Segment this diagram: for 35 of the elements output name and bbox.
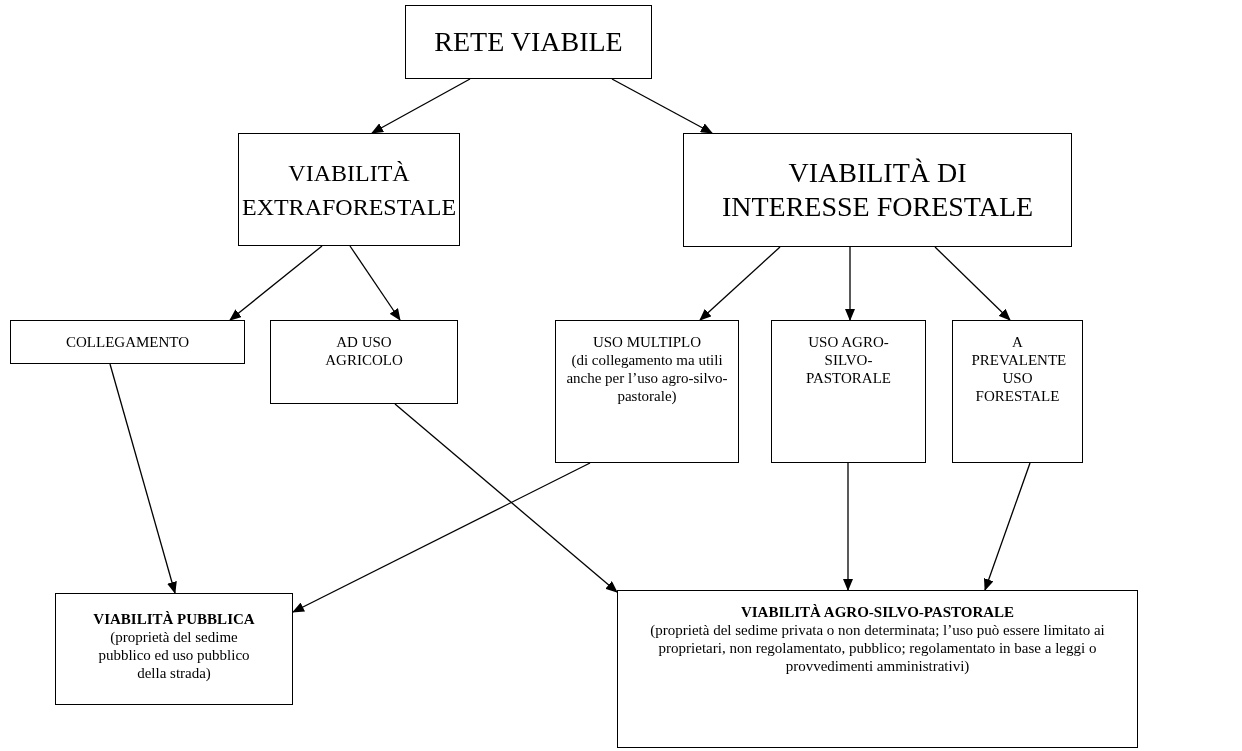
box <box>617 590 1138 748</box>
arrow <box>394 403 618 593</box>
box-title: USO MULTIPLO <box>591 333 703 351</box>
arrow <box>845 246 855 321</box>
box-description: (proprietà del sedime pubblico ed uso pubblico della strada) <box>97 628 251 682</box>
box-title: COLLEGAMENTO <box>64 332 190 352</box>
arrow <box>699 246 781 321</box>
box-description: (proprietà del sedime privata o non determinata; l’uso può essere limitato ai proprietari, non regolamentato, pubblico; regolamentato in base a leggi o provvedimenti amministrativi) <box>649 621 1106 675</box>
arrow <box>611 78 713 134</box>
box <box>238 133 460 246</box>
box-title: VIABILITÀ PUBBLICA <box>92 610 256 628</box>
arrow <box>229 245 323 321</box>
box-title: RETE VIABILE <box>433 25 624 59</box>
arrow <box>843 462 853 591</box>
arrow <box>934 246 1011 321</box>
arrow <box>983 462 1031 591</box>
box-title: VIABILITÀ DI INTERESSE FORESTALE <box>720 156 1035 224</box>
arrow <box>371 78 471 134</box>
box <box>771 320 926 463</box>
box-title: VIABILITÀ EXTRAFORESTALE <box>240 158 458 222</box>
arrow <box>109 363 177 594</box>
box <box>405 5 652 79</box>
box-title: AD USO AGRICOLO <box>324 333 404 369</box>
box <box>555 320 739 463</box>
box-description: (di collegamento ma utili anche per l’uso agro-silvo-pastorale) <box>565 351 729 405</box>
box-title: VIABILITÀ AGRO-SILVO-PASTORALE <box>739 603 1016 621</box>
box <box>270 320 458 404</box>
box <box>683 133 1072 247</box>
box <box>55 593 293 705</box>
arrow <box>349 245 401 321</box>
box <box>10 320 245 364</box>
box-title: USO AGRO-SILVO-PASTORALE <box>805 333 892 387</box>
arrow <box>292 462 591 613</box>
box-title: A PREVALENTE USO FORESTALE <box>970 333 1068 405</box>
box <box>952 320 1083 463</box>
